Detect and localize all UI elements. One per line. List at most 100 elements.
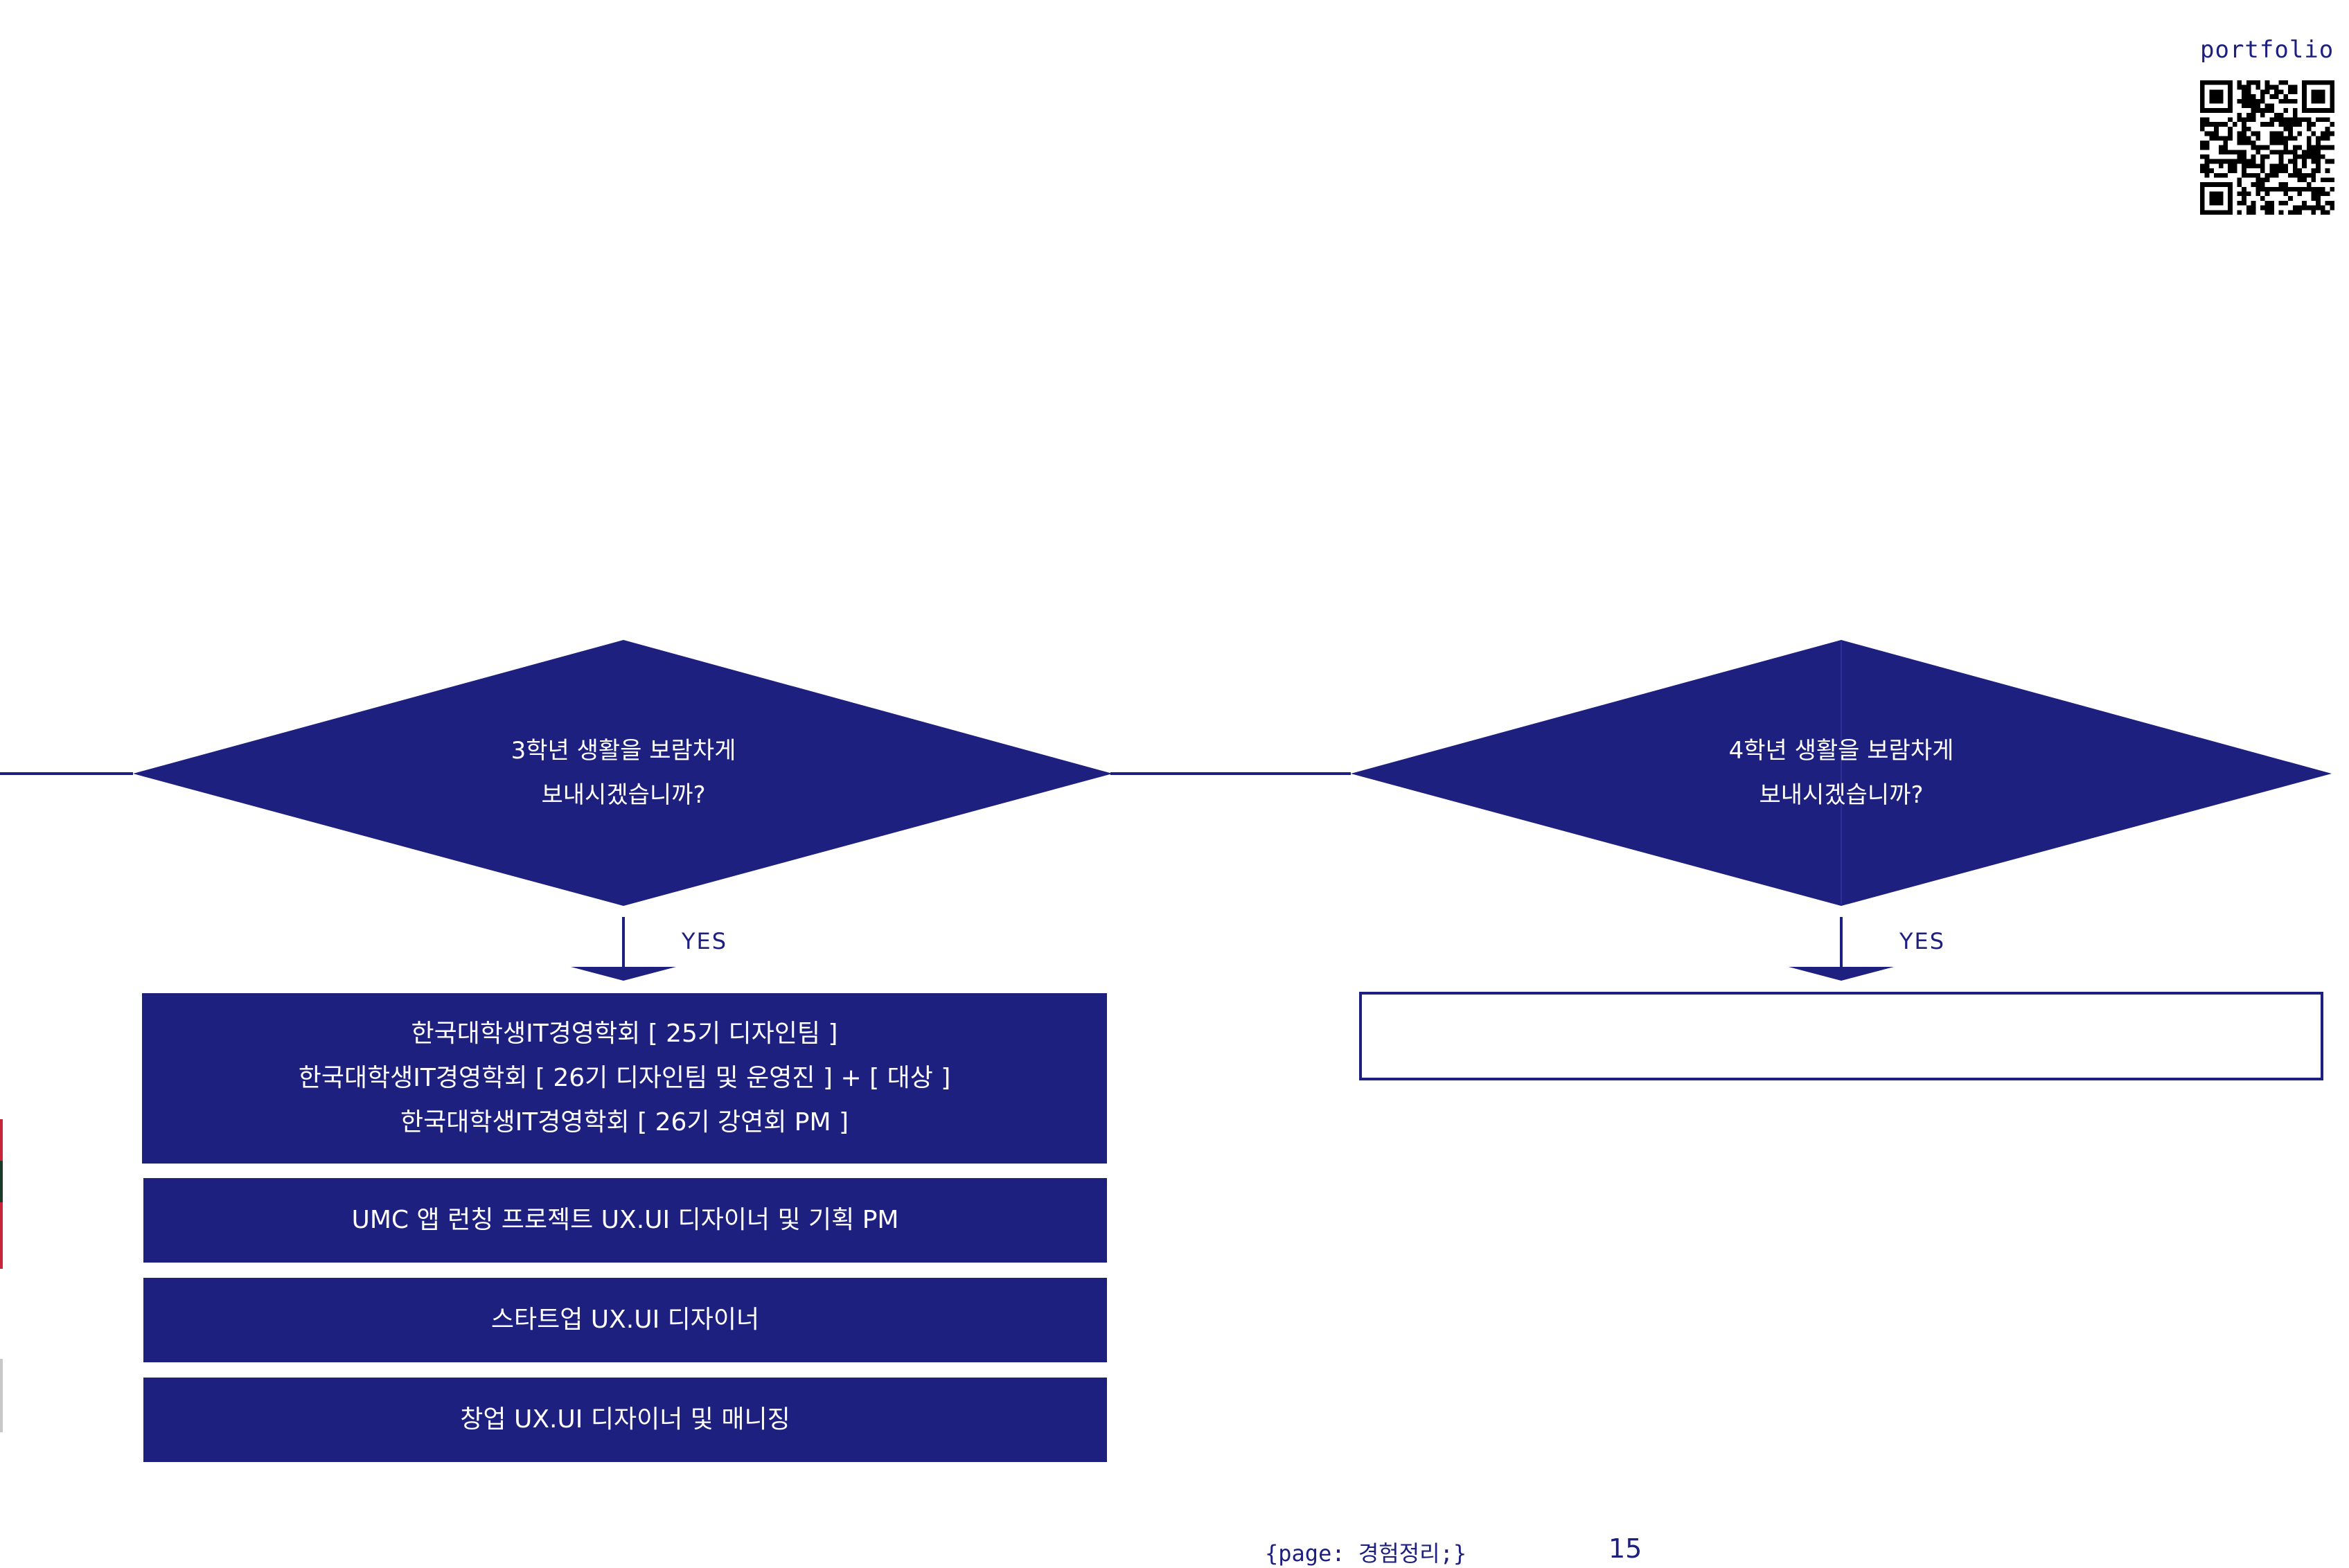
qr-module <box>2325 159 2330 164</box>
qr-module <box>2292 154 2298 159</box>
qr-module <box>2306 154 2312 159</box>
qr-module <box>2288 172 2293 178</box>
qr-module <box>2255 186 2260 192</box>
qr-module <box>2228 168 2233 173</box>
qr-module <box>2200 140 2205 145</box>
qr-module <box>2246 140 2251 145</box>
qr-module <box>2320 177 2325 183</box>
qr-module <box>2302 154 2307 159</box>
qr-module <box>2218 159 2224 164</box>
qr-module <box>2306 122 2312 127</box>
qr-module <box>2255 150 2260 155</box>
qr-module <box>2283 94 2289 99</box>
qr-module <box>2320 191 2325 197</box>
outcome-box-3: 스타트업 UX.UI 디자이너 <box>143 1278 1107 1362</box>
qr-module <box>2330 200 2334 206</box>
qr-module <box>2320 131 2325 136</box>
qr-module <box>2232 163 2237 169</box>
qr-module <box>2237 112 2242 118</box>
qr-module <box>2260 159 2265 164</box>
qr-module <box>2255 163 2260 169</box>
qr-module <box>2214 159 2219 164</box>
qr-module <box>2292 108 2298 113</box>
left-edge-fragment-dark <box>0 1161 3 1202</box>
qr-module <box>2251 154 2256 159</box>
qr-module <box>2278 200 2284 206</box>
qr-module <box>2218 145 2224 150</box>
qr-module <box>2255 80 2260 85</box>
qr-module <box>2264 191 2270 197</box>
qr-module <box>2200 117 2205 123</box>
qr-module <box>2320 117 2325 123</box>
qr-module <box>2200 168 2205 173</box>
qr-module <box>2297 205 2303 211</box>
qr-module <box>2242 150 2246 155</box>
qr-module <box>2288 159 2293 164</box>
qr-module <box>2237 80 2242 85</box>
qr-module <box>2316 140 2321 145</box>
qr-module <box>2237 136 2242 141</box>
qr-module <box>2292 172 2298 178</box>
qr-module <box>2242 159 2246 164</box>
box-1-line-3: 한국대학생IT경영학회 [ 26기 강연회 PM ] <box>400 1108 849 1137</box>
qr-module <box>2269 136 2275 141</box>
qr-module <box>2264 205 2270 211</box>
qr-module <box>2311 131 2316 136</box>
qr-module <box>2320 154 2325 159</box>
qr-module <box>2316 150 2321 155</box>
qr-module <box>2330 122 2334 127</box>
qr-module <box>2204 154 2210 159</box>
qr-module <box>2242 200 2246 206</box>
qr-module <box>2297 172 2303 178</box>
yes-arrow-head-1 <box>571 967 676 981</box>
qr-module <box>2302 172 2307 178</box>
qr-module <box>2316 196 2321 201</box>
qr-module <box>2237 131 2242 136</box>
qr-module <box>2302 186 2307 192</box>
qr-module <box>2311 145 2316 150</box>
qr-module <box>2237 84 2242 90</box>
qr-module <box>2246 126 2251 132</box>
qr-module <box>2204 172 2210 178</box>
qr-module <box>2292 150 2298 155</box>
qr-module <box>2223 145 2228 150</box>
qr-module <box>2255 108 2260 113</box>
qr-module <box>2269 117 2275 123</box>
qr-module <box>2288 196 2293 201</box>
qr-module <box>2320 205 2325 211</box>
qr-module <box>2260 182 2265 187</box>
qr-module <box>2255 182 2260 187</box>
qr-module <box>2218 172 2224 178</box>
qr-module <box>2274 163 2279 169</box>
qr-module <box>2292 84 2298 90</box>
qr-module <box>2320 136 2325 141</box>
qr-module <box>2283 186 2289 192</box>
qr-module <box>2325 131 2330 136</box>
qr-module <box>2218 136 2224 141</box>
qr-module <box>2306 126 2312 132</box>
qr-module <box>2255 191 2260 197</box>
qr-module <box>2260 89 2265 95</box>
qr-module <box>2264 145 2270 150</box>
qr-module <box>2264 84 2270 90</box>
qr-module <box>2316 168 2321 173</box>
qr-module <box>2269 172 2275 178</box>
decision-diamond-1 <box>133 640 1113 906</box>
qr-module <box>2283 108 2289 113</box>
qr-module <box>2260 122 2265 127</box>
portfolio-qr-code[interactable] <box>2200 80 2334 215</box>
qr-module <box>2251 117 2256 123</box>
qr-module <box>2311 122 2316 127</box>
decision-2-text: 4학년 생활을 보람차게 보내시겠습니까? <box>1599 729 2084 817</box>
decision-2-line-2: 보내시겠습니까? <box>1759 781 1924 809</box>
qr-module <box>2269 94 2275 99</box>
yes-label-1: YES <box>682 928 728 954</box>
qr-module <box>2278 210 2284 215</box>
qr-module <box>2251 210 2256 215</box>
qr-module <box>2246 94 2251 99</box>
qr-module <box>2274 140 2279 145</box>
qr-module <box>2242 186 2246 192</box>
qr-module <box>2292 136 2298 141</box>
qr-module <box>2316 117 2321 123</box>
qr-module <box>2278 140 2284 145</box>
